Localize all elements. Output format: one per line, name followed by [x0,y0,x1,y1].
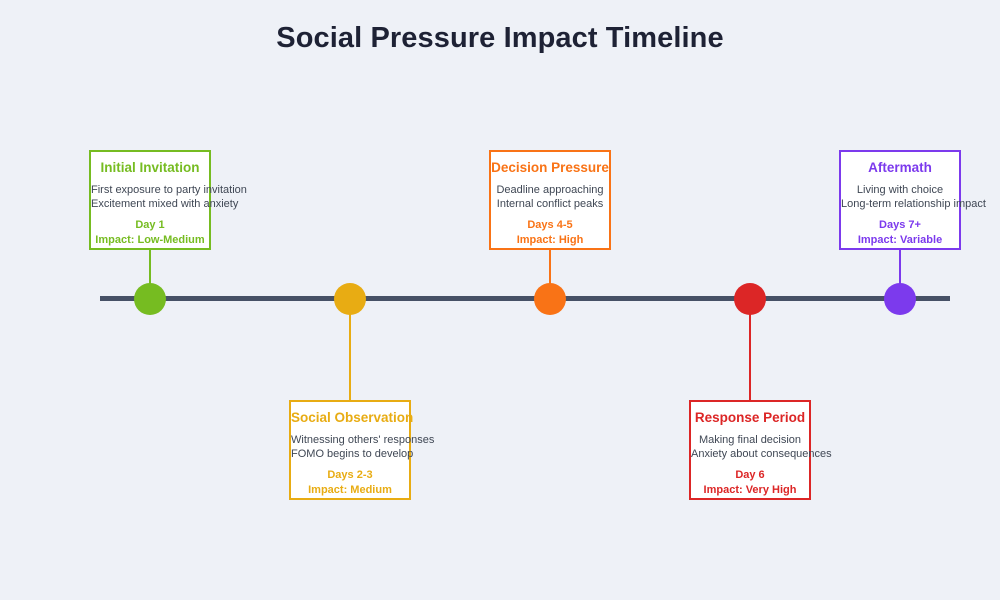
page-title: Social Pressure Impact Timeline [276,22,724,54]
card-meta: Days 7+ Impact: Variable [841,218,959,248]
card-description-line-2: Excitement mixed with anxiety [91,198,239,210]
timeline-connector-response-period [749,299,751,400]
card-title: Initial Invitation [100,160,200,175]
card-description-line-1: Living with choice [856,184,944,196]
card-day-label: Days 4-5 [527,219,573,231]
card-day-label: Days 7+ [879,219,921,231]
card-impact-label: Impact: Low-Medium [95,234,205,246]
card-meta: Day 1 Impact: Low-Medium [91,218,209,248]
card-impact-label: Impact: Variable [857,234,943,246]
card-day-label: Day 1 [135,219,165,231]
card-impact-label: Impact: Very High [703,484,797,496]
timeline-connector-aftermath [899,250,901,299]
timeline-connector-decision-pressure [549,250,551,299]
card-description-line-2: Anxiety about consequences [691,448,832,460]
card-title: Social Observation [291,410,414,425]
card-description-line-1: Making final decision [698,434,802,446]
card-title: Decision Pressure [491,160,609,175]
card-description-line-1: Deadline approaching [496,184,604,196]
card-description-line-2: Long-term relationship impact [841,198,986,210]
timeline-connector-initial-invitation [149,250,151,299]
card-description-line-1: First exposure to party invitation [91,184,247,196]
card-title: Response Period [694,410,806,425]
card-impact-label: Impact: Medium [308,484,392,496]
card-day-label: Days 2-3 [327,469,373,481]
card-title: Aftermath [868,160,932,175]
card-impact-label: Impact: High [516,234,584,246]
card-description-line-2: FOMO begins to develop [291,448,414,460]
timeline-connector-social-observation [349,299,351,400]
card-meta: Day 6 Impact: Very High [691,468,809,498]
card-description-line-1: Witnessing others' responses [291,434,435,446]
timeline-axis [100,296,950,301]
card-description-line-2: Internal conflict peaks [496,198,604,210]
card-day-label: Day 6 [735,469,765,481]
